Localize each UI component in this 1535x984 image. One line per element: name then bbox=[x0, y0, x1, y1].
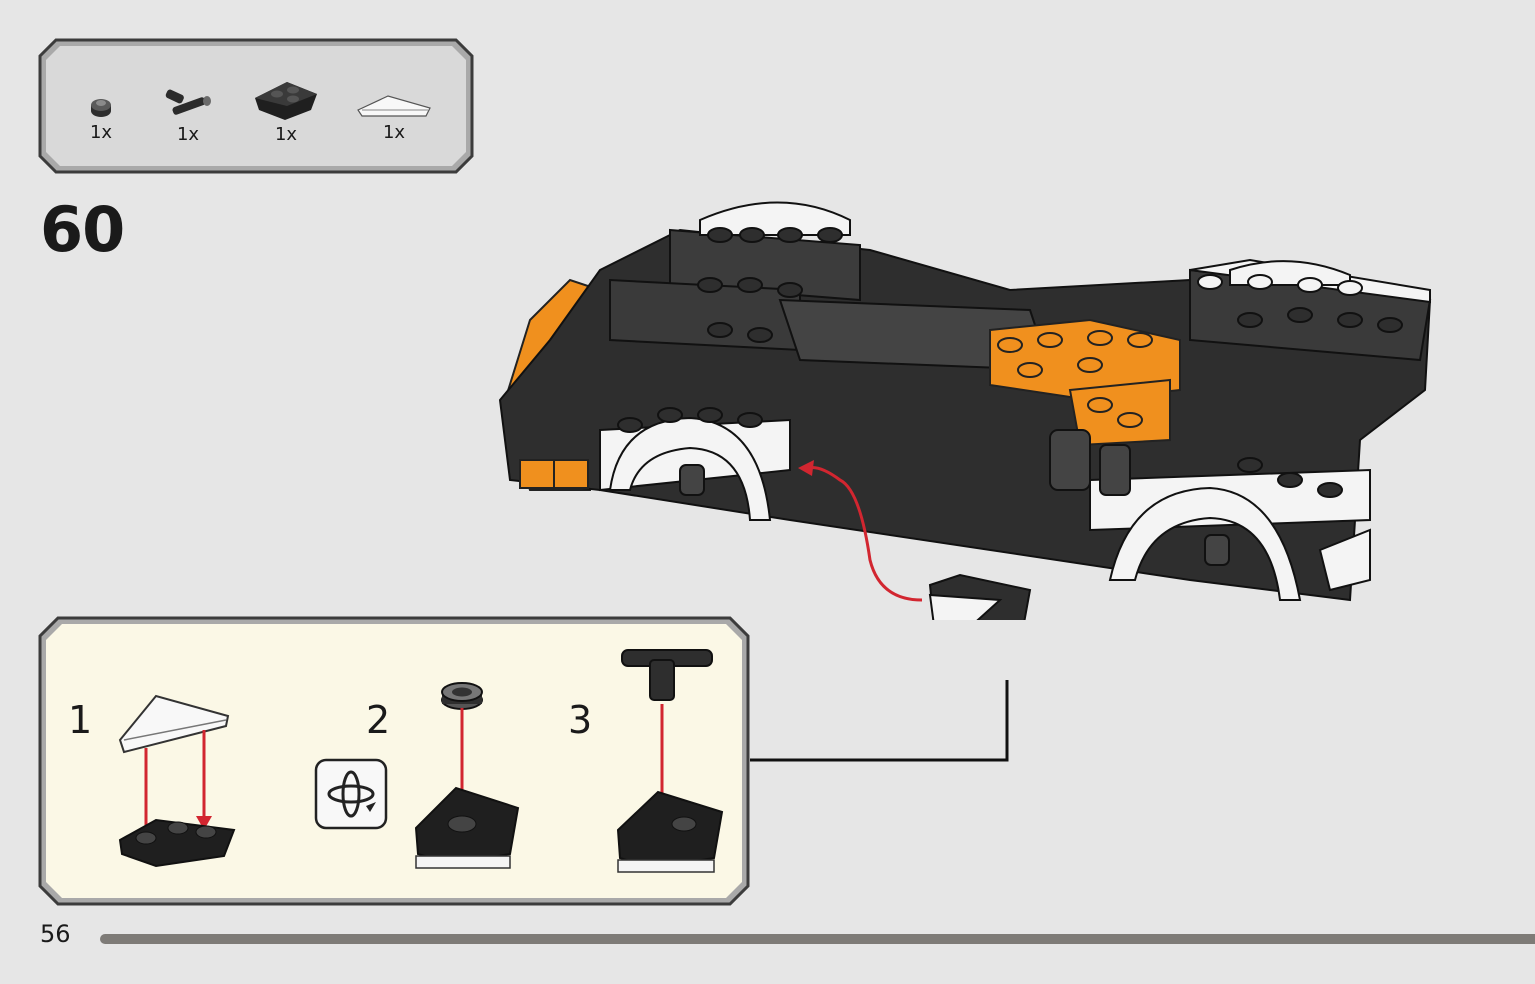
sub-step-number-3: 3 bbox=[568, 698, 593, 742]
sub-step-3-drawing bbox=[616, 649, 724, 873]
sub-step-1-drawing bbox=[118, 694, 236, 868]
sub-assembly-panel: 1 2 3 bbox=[38, 616, 750, 906]
wedge-plate-icon bbox=[255, 82, 317, 120]
page-progress-bar bbox=[100, 934, 1535, 944]
part-qty: 1x bbox=[176, 124, 200, 145]
step-number: 60 bbox=[40, 193, 125, 266]
callout-connector bbox=[750, 680, 1009, 762]
sub-step-number-2: 2 bbox=[366, 698, 391, 742]
tile-wedge-icon bbox=[357, 95, 431, 117]
part-tile-wedge: 1x bbox=[352, 94, 436, 143]
page-number: 56 bbox=[40, 920, 71, 948]
sub-step-number-1: 1 bbox=[68, 698, 93, 742]
bar-holder-icon bbox=[165, 89, 211, 115]
part-qty: 1x bbox=[382, 122, 406, 143]
sub-step-2-drawing bbox=[414, 682, 520, 869]
rotate-model-icon bbox=[314, 758, 388, 830]
part-qty: 1x bbox=[89, 122, 113, 143]
round-plate-icon bbox=[91, 99, 111, 117]
part-round-plate: 1x bbox=[76, 92, 126, 143]
part-qty: 1x bbox=[274, 124, 298, 145]
car-model-illustration bbox=[498, 201, 1432, 620]
part-bar-holder: 1x bbox=[156, 88, 220, 145]
part-wedge-plate: 1x bbox=[250, 72, 322, 145]
parts-list-panel: 1x 1x 1x 1x bbox=[38, 38, 474, 174]
